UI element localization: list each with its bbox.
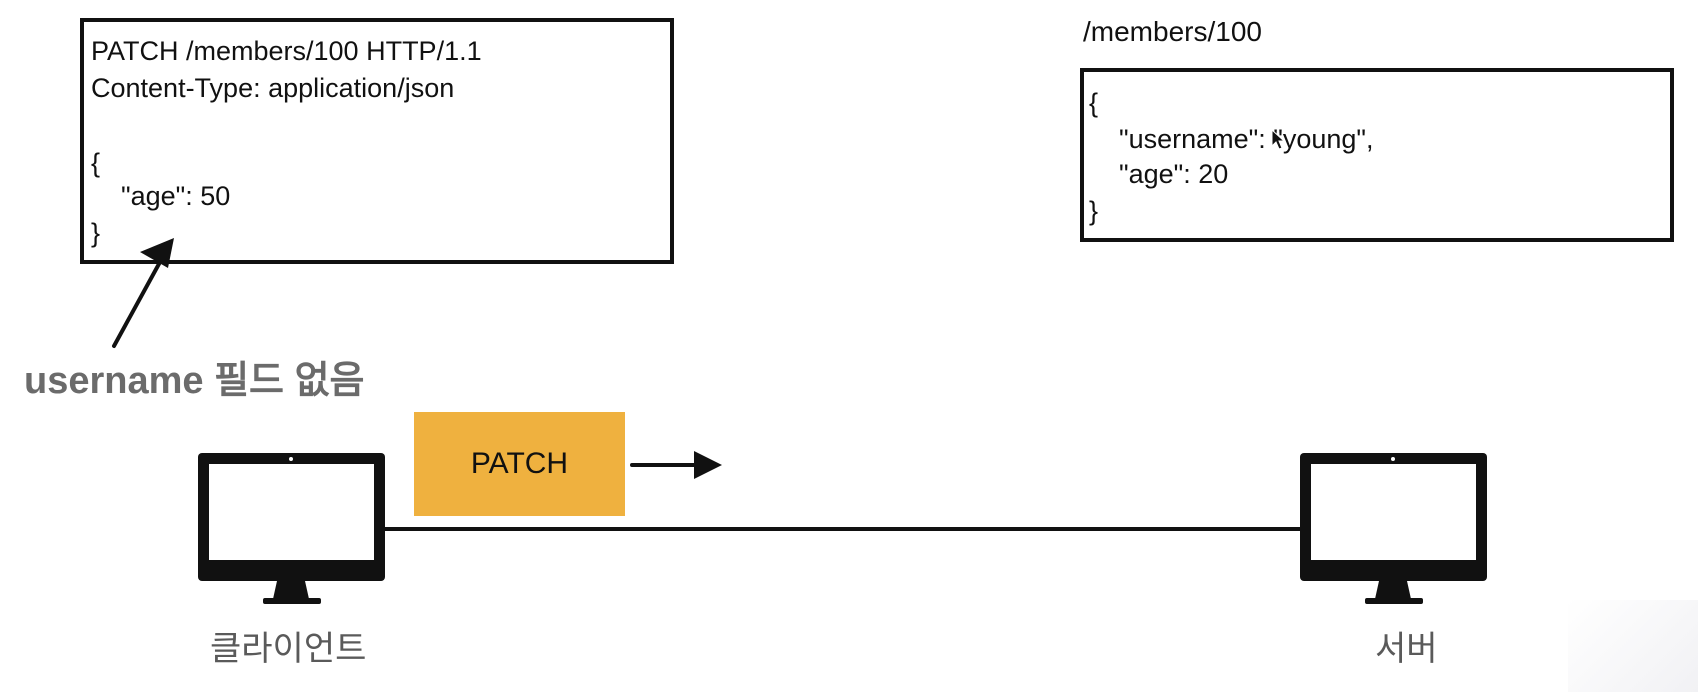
request-message-box (80, 18, 674, 264)
annotation-text: username 필드 없음 (24, 360, 365, 402)
request-header: Content-Type: application/json (91, 73, 455, 103)
request-body-close-brace: } (91, 218, 101, 248)
resource-age: "age": 20 (1089, 159, 1229, 189)
resource-path: /members/100 (1083, 16, 1262, 47)
resource-username: "username": "young", (1089, 124, 1374, 154)
annotation-arrow-shaft (112, 260, 162, 348)
client-monitor-icon (198, 453, 385, 604)
method-label: PATCH (470, 447, 569, 480)
request-body-age: "age": 50 (91, 181, 231, 211)
corner-overlay (1568, 600, 1698, 692)
server-monitor-icon (1300, 453, 1487, 604)
method-box: PATCH (414, 412, 625, 516)
method-arrow-head (694, 451, 722, 479)
server-label: 서버 (1375, 630, 1438, 668)
annotation-arrow-head (140, 238, 174, 268)
server-resource-box (1080, 68, 1674, 242)
request-body-open-brace: { (91, 148, 101, 178)
resource-close-brace: } (1089, 196, 1099, 226)
client-label: 클라이언트 (210, 630, 367, 668)
cursor-icon (1271, 128, 1286, 150)
request-line: PATCH /members/100 HTTP/1.1 (91, 36, 482, 66)
resource-open-brace: { (1089, 88, 1099, 118)
